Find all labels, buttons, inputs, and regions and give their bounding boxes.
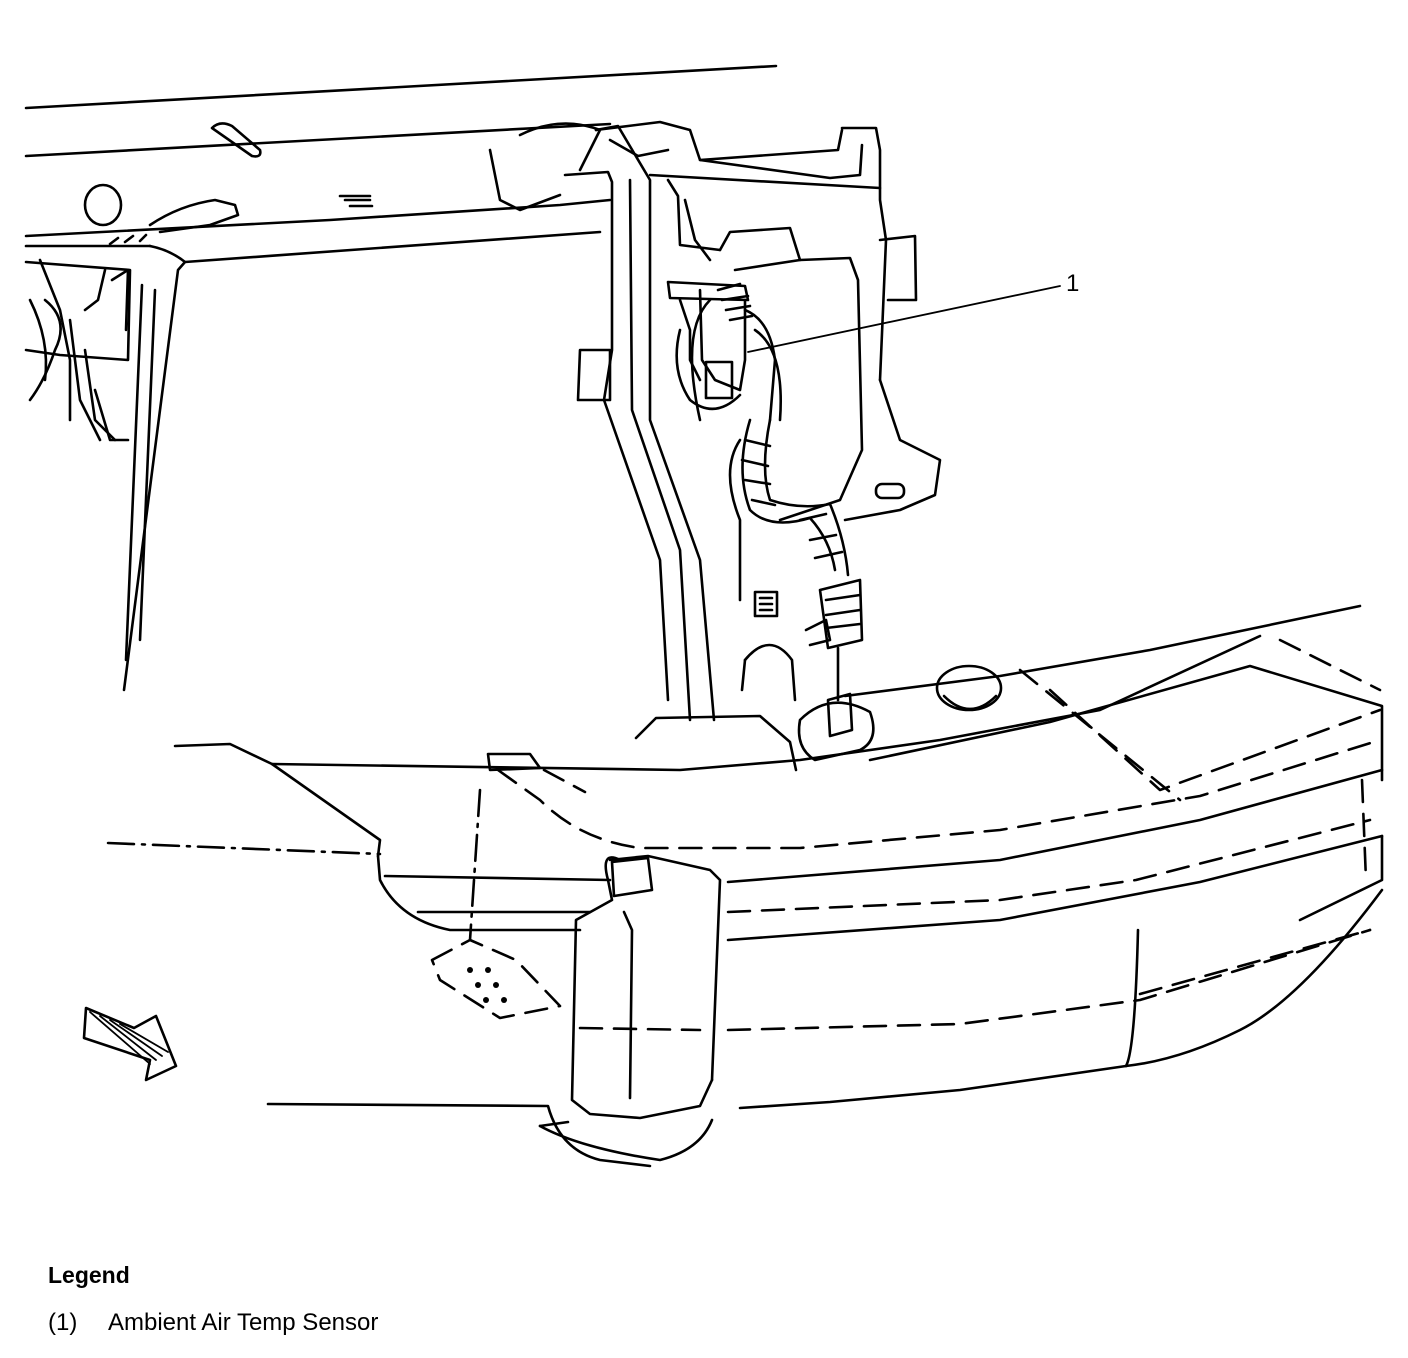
vehicle-front-end-diagram [24, 64, 1384, 1168]
radiator-support-upper [24, 64, 778, 692]
legend-item-label: Ambient Air Temp Sensor [108, 1309, 379, 1336]
ambient-air-temp-sensor [666, 178, 875, 762]
left-wire-harness [24, 258, 132, 442]
callout-label-1: 1 [1066, 270, 1080, 297]
radiator-support-pillar [563, 120, 942, 722]
callout-leader-line [747, 285, 1061, 353]
hidden-lines [106, 638, 1382, 1032]
legend-item-number: (1) [48, 1309, 78, 1336]
legend: Legend (1) Ambient Air Temp Sensor [48, 1262, 748, 1337]
legend-title: Legend [48, 1262, 130, 1288]
front-bumper [173, 604, 1384, 1168]
legend-item: (1) Ambient Air Temp Sensor [48, 1309, 748, 1337]
front-direction-arrow [82, 1006, 178, 1082]
